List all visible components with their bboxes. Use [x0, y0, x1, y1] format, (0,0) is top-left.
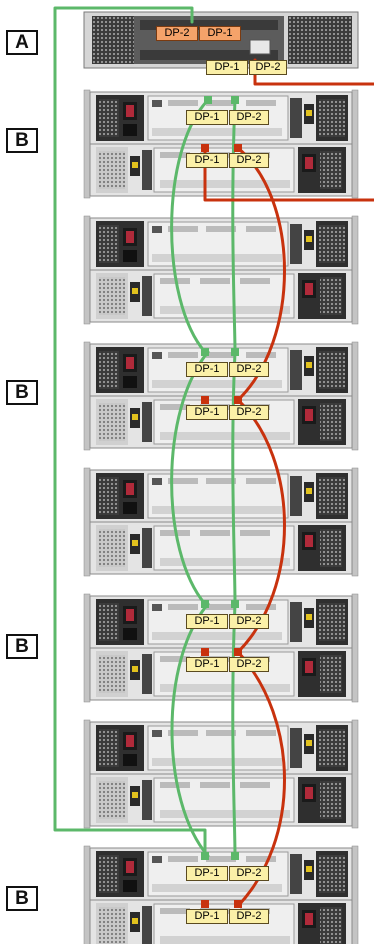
controller-port-dp2-lower: DP-2 — [249, 60, 287, 75]
controller-label-a: A — [6, 30, 38, 55]
enclosure-3-port-dp1-top: DP-1 — [186, 362, 228, 377]
enclosure-1-port-dp2-bottom: DP-2 — [229, 153, 269, 168]
enclosure-6 — [84, 720, 358, 828]
enclosure-1 — [84, 90, 358, 198]
enclosure-label-b-2: B — [6, 380, 38, 405]
enclosure-5-port-dp2-top: DP-2 — [229, 614, 269, 629]
enclosure-3-port-dp2-top: DP-2 — [229, 362, 269, 377]
enclosure-7-port-dp1-bottom: DP-1 — [186, 909, 228, 924]
enclosure-7-port-dp2-bottom: DP-2 — [229, 909, 269, 924]
enclosure-1-port-dp1-bottom: DP-1 — [186, 153, 228, 168]
enclosure-7 — [84, 846, 358, 944]
enclosure-label-b-4: B — [6, 886, 38, 911]
enclosure-5-port-dp1-top: DP-1 — [186, 614, 228, 629]
enclosure-5-port-dp2-bottom: DP-2 — [229, 657, 269, 672]
enclosure-label-b-1: B — [6, 128, 38, 153]
enclosure-3-port-dp2-bottom: DP-2 — [229, 405, 269, 420]
enclosure-4 — [84, 468, 358, 576]
controller-port-dp1: DP-1 — [199, 26, 241, 41]
enclosure-2 — [84, 216, 358, 324]
controller-a-chassis — [83, 11, 359, 69]
enclosure-1-port-dp1-top: DP-1 — [186, 110, 228, 125]
enclosure-7-port-dp1-top: DP-1 — [186, 866, 228, 881]
port-connectors — [201, 96, 242, 908]
enclosure-5-port-dp1-bottom: DP-1 — [186, 657, 228, 672]
enclosure-label-b-3: B — [6, 634, 38, 659]
enclosure-5 — [84, 594, 358, 702]
enclosure-3-port-dp1-bottom: DP-1 — [186, 405, 228, 420]
controller-port-dp1-lower: DP-1 — [206, 60, 248, 75]
controller-port-dp2: DP-2 — [156, 26, 198, 41]
enclosure-1-port-dp2-top: DP-2 — [229, 110, 269, 125]
enclosure-7-port-dp2-top: DP-2 — [229, 866, 269, 881]
